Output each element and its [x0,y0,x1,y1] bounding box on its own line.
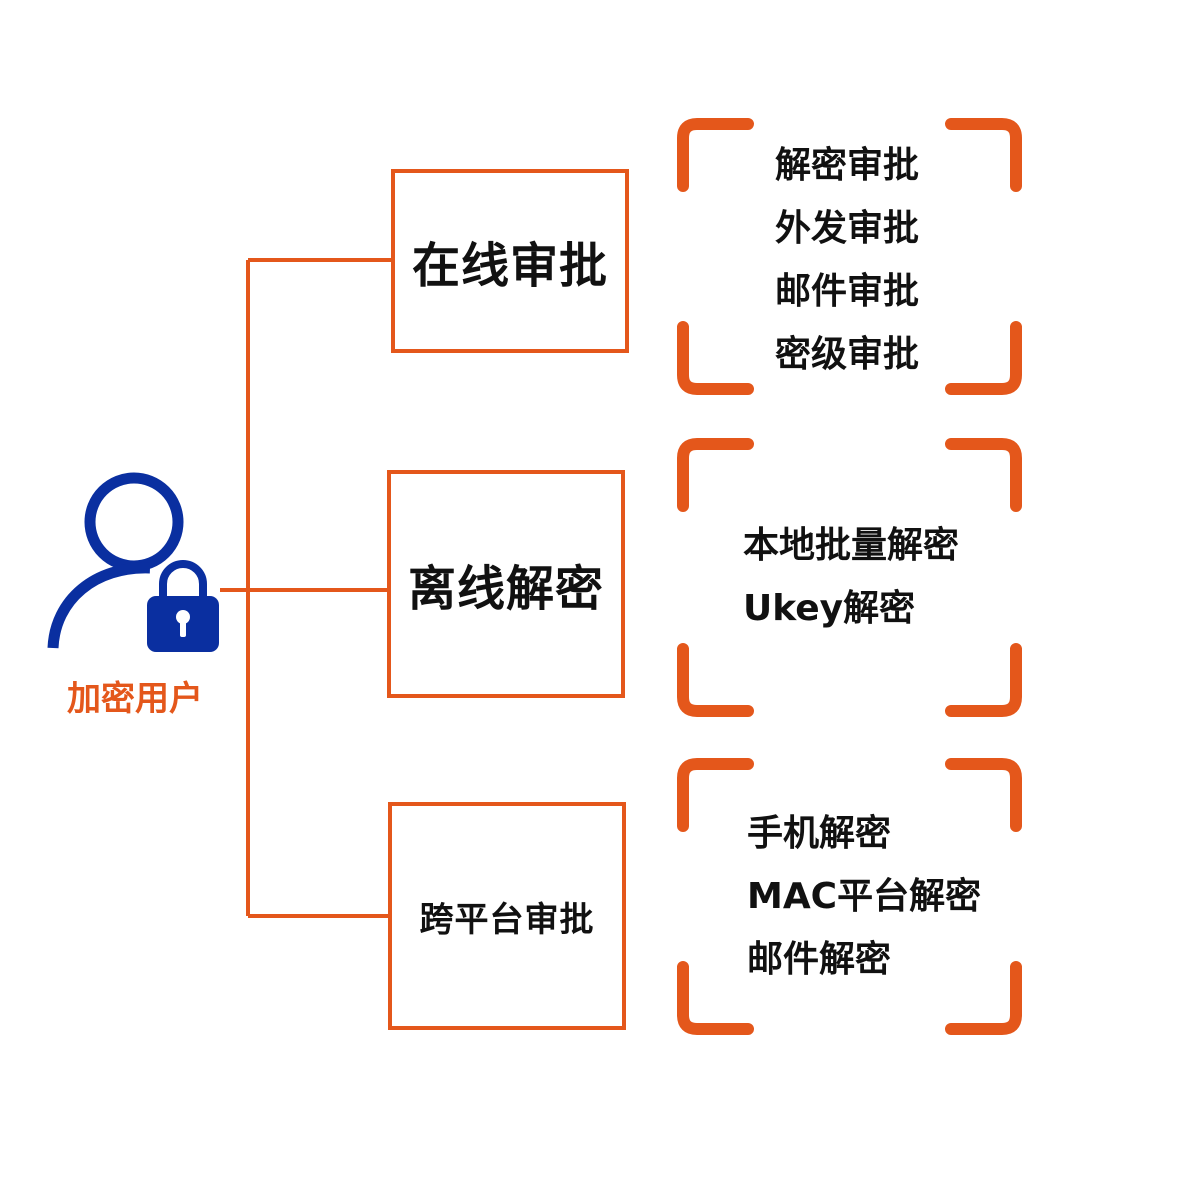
bracket-frame-offline-bottom-left-corner [677,643,754,717]
box-offline-decrypt-label: 离线解密 [407,561,604,617]
user-shoulders-icon [47,562,151,649]
cross-item-mobile-decrypt: 手机解密 [747,813,892,854]
bracket-frame-offline-top-left-corner [677,438,754,512]
lock-shackle-icon [159,560,207,598]
bracket-frame-cross-bottom-right-corner [945,961,1022,1035]
lock-keyhole-slot-icon [180,617,186,637]
online-item-email-approval: 邮件审批 [775,271,920,312]
box-online-approval-label: 在线审批 [411,238,608,294]
bracket-frame-cross-bottom-left-corner [677,961,754,1035]
bracket-frame-online-top-right-corner [945,118,1022,192]
bracket-frame-cross-top-right-corner [945,758,1022,832]
cross-item-mac-decrypt: MAC平台解密 [747,876,982,917]
offline-decrypt-items: 本地批量解密 Ukey解密 [743,514,959,640]
bracket-frame-offline-bottom-right-corner [945,643,1022,717]
cross-platform-items: 手机解密 MAC平台解密 邮件解密 [747,802,981,991]
offline-item-local-batch-decrypt: 本地批量解密 [743,525,960,566]
user-label: 加密用户 [67,679,203,719]
bracket-frame-online-bottom-right-corner [945,321,1022,395]
box-online-approval: 在线审批 [391,169,629,353]
box-cross-platform-approval: 跨平台审批 [388,802,626,1030]
user-head-icon [84,472,184,572]
bracket-frame-cross-top-left-corner [677,758,754,832]
offline-item-ukey-decrypt: Ukey解密 [743,588,916,629]
bracket-frame-online-bottom-left-corner [677,321,754,395]
online-item-outgoing-approval: 外发审批 [775,208,920,249]
bracket-frame-offline-top-right-corner [945,438,1022,512]
online-item-classification-approval: 密级审批 [775,334,920,375]
box-cross-platform-approval-label: 跨平台审批 [419,899,595,940]
online-item-decrypt-approval: 解密审批 [775,145,920,186]
bracket-frames [677,118,1022,1035]
online-approval-items: 解密审批 外发审批 邮件审批 密级审批 [775,134,919,386]
cross-item-email-decrypt: 邮件解密 [747,939,892,980]
bracket-frame-online-top-left-corner [677,118,754,192]
box-offline-decrypt: 离线解密 [387,470,625,698]
user-lock-icon [47,472,219,652]
connector-lines [220,258,392,918]
